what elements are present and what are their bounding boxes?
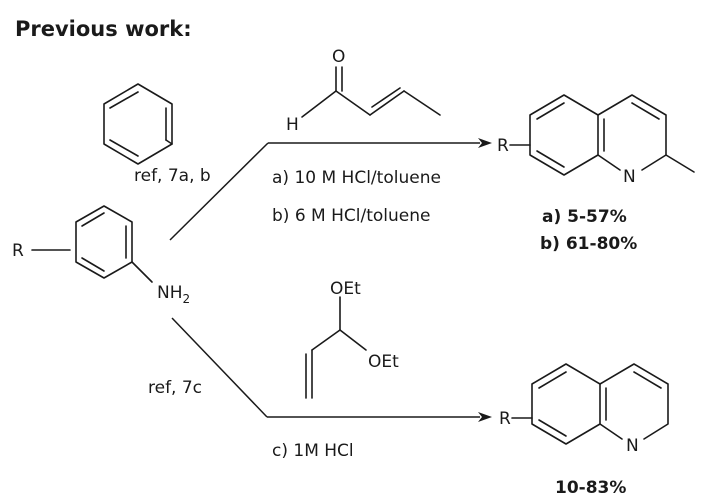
aniline-benzene [75, 205, 133, 279]
top-yield-b: b) 61-80% [540, 234, 637, 254]
quinoline-structure [511, 363, 669, 445]
aniline-inner-bond [81, 212, 105, 227]
crotonal-alkene-double [371, 87, 401, 108]
quinoline-methyl [665, 154, 695, 173]
acetal-oet-label-2: OEt [368, 352, 399, 372]
bottom-product-r-label: R [499, 409, 511, 429]
scheme-title: Previous work: [15, 17, 192, 41]
top-route-ref: ref, 7a, b [134, 166, 211, 186]
crotonal-bond [335, 90, 371, 116]
bottom-condition-c: c) 1M HCl [272, 441, 354, 461]
crotonal-methyl [403, 90, 441, 116]
aldehyde-o-label: O [332, 47, 345, 67]
acetal-oet-bond [339, 329, 367, 351]
bottom-route-ref: ref, 7c [148, 378, 202, 398]
quinoline-pyridine-ring [597, 94, 667, 171]
bottom-arrow-head [478, 412, 492, 422]
aniline-structure [31, 83, 173, 251]
aniline-nh2-label: NH2 [157, 283, 190, 306]
top-arrow [169, 138, 492, 241]
acetal-oet-label-1: OEt [330, 279, 361, 299]
aldehyde-h-label: H [286, 115, 299, 135]
acetal-structure [305, 296, 367, 399]
quinoline2-inner [633, 371, 662, 389]
crotonaldehyde-structure [301, 66, 441, 118]
top-product-r-label: R [497, 136, 509, 156]
top-condition-b: b) 6 M HCl/toluene [272, 206, 430, 226]
quinoline-inner [631, 102, 660, 120]
quinoline-inner [536, 102, 565, 120]
aldehyde-ch-bond [301, 90, 337, 118]
bottom-arrow [171, 317, 492, 422]
top-yield-a: a) 5-57% [542, 207, 627, 227]
bottom-arrow-diagonal [171, 317, 268, 418]
crotonal-alkene [369, 90, 405, 116]
aniline-r-label: R [12, 241, 24, 261]
aniline-ring-main [75, 205, 153, 283]
top-product-n-label: N [623, 167, 636, 187]
quinoline-benzo-ring [529, 94, 599, 176]
bottom-yield: 10-83% [555, 478, 626, 497]
quinoline-inner [536, 150, 565, 168]
aniline-inner-bond [81, 257, 105, 272]
quinoline2-inner [538, 419, 567, 437]
bottom-product-n-label: N [626, 436, 639, 456]
quinoline2-inner [538, 371, 567, 389]
aniline-ring [103, 83, 173, 165]
top-arrow-head [478, 138, 492, 148]
methylquinoline-structure [509, 94, 695, 176]
quinoline2-benzo-ring [531, 363, 601, 445]
top-arrow-diagonal [169, 142, 269, 241]
top-condition-a: a) 10 M HCl/toluene [272, 168, 441, 188]
aniline-double-bond [109, 139, 139, 157]
quinoline2-pyridine-ring [599, 423, 623, 440]
quinoline-pyridine-ring [597, 154, 621, 171]
acetal-vinyl [311, 329, 341, 351]
aniline-double-bond [109, 91, 139, 109]
quinoline2-pyridine-ring [599, 363, 669, 440]
aniline-cn-bond [165, 139, 173, 145]
aniline-nh2-bond [131, 261, 153, 283]
